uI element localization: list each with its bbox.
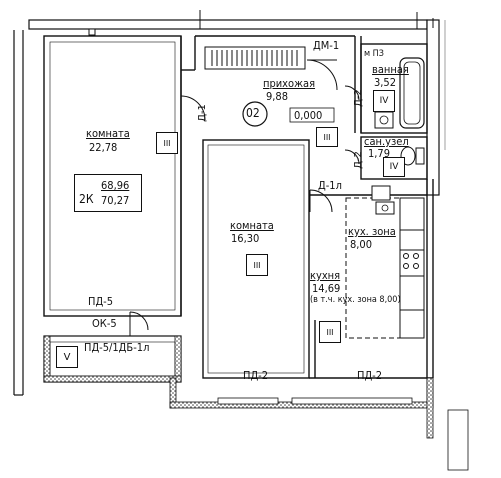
apartment-area-total: 70,27 xyxy=(101,194,130,207)
apartment-type-box xyxy=(74,174,142,212)
pd2-right-mark: ПД-2 xyxy=(357,369,383,382)
kitchen-class: III xyxy=(319,321,341,343)
apartment-level: 0,000 xyxy=(294,109,323,122)
large-room-name: комната xyxy=(86,127,130,140)
kitchen-note: (в т.ч. кух. зона 8,00) xyxy=(310,295,401,305)
kitchen-area: 14,69 xyxy=(312,282,341,295)
apartment-number-circle xyxy=(242,101,268,127)
small-room-name: комната xyxy=(230,219,274,232)
d2-wc-mark: Д-2 xyxy=(352,151,364,169)
wc-class: IV xyxy=(383,157,405,177)
d1-mark: Д-1 xyxy=(196,104,208,122)
d1l-mark: Д-1л xyxy=(318,179,342,192)
pd2-left-mark: ПД-2 xyxy=(243,369,269,382)
balcony-class: V xyxy=(56,346,78,368)
small-room-class: III xyxy=(246,254,268,276)
apartment-number: 02 xyxy=(246,106,260,120)
hall-name: прихожая xyxy=(263,77,316,90)
hall-cabinet xyxy=(204,46,306,70)
top-wall xyxy=(28,19,428,30)
kitchen-zone-area: 8,00 xyxy=(350,238,373,251)
hall-class: III xyxy=(316,127,338,147)
pd5-mark: ПД-5 xyxy=(88,295,114,308)
large-room-area: 22,78 xyxy=(89,141,118,154)
bath-sink xyxy=(374,111,394,129)
bath-class: IV xyxy=(373,90,395,112)
apartment-type: 2К xyxy=(79,192,94,206)
bathtub xyxy=(399,57,425,129)
pd5-db-mark: ПД-5/1ДБ-1л xyxy=(84,341,150,354)
mp-mark: м ПЗ xyxy=(364,49,384,59)
kitchen-units xyxy=(371,185,425,339)
outer-walls xyxy=(13,30,24,396)
kitchen-name: кухня xyxy=(310,269,341,282)
level-box xyxy=(289,107,335,123)
room-walls xyxy=(43,35,434,379)
d2-bath-mark: Д-2 xyxy=(352,89,364,107)
wc-area: 1,79 xyxy=(368,147,391,160)
small-room-area: 16,30 xyxy=(231,232,260,245)
ok5-mark: ОК-5 xyxy=(92,317,117,330)
dm1-mark: ДМ-1 xyxy=(313,39,340,52)
large-room-class: III xyxy=(156,132,178,154)
hall-area: 9,88 xyxy=(266,90,289,103)
bath-name: ванная xyxy=(372,63,409,76)
apartment-area-living: 68,96 xyxy=(101,179,130,192)
bath-area: 3,52 xyxy=(374,76,397,89)
kitchen-zone-name: кух. зона xyxy=(348,225,396,238)
wc-name: сан.узел xyxy=(364,135,409,148)
